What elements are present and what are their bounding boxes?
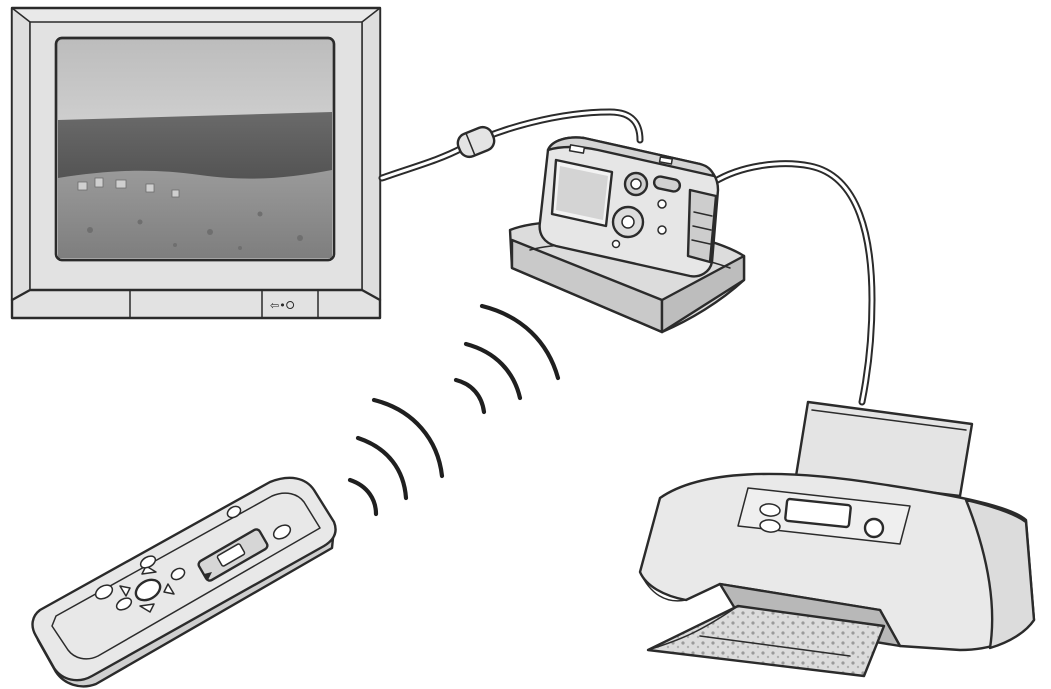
ferrite-core [456, 125, 496, 159]
tv-screen [54, 36, 336, 262]
remote-control [31, 476, 337, 688]
digital-camera [538, 136, 720, 278]
tv-input-label: ⇦•⭘ [270, 299, 295, 312]
tv: ⇦•⭘ [10, 6, 382, 320]
remote-dpad [119, 565, 175, 613]
av-cable [378, 108, 644, 182]
infrared-signal-waves [347, 303, 561, 517]
printed-paper [646, 604, 886, 678]
usb-cable [710, 160, 876, 406]
remote-switch [197, 528, 269, 582]
inkjet-printer [638, 400, 1036, 678]
